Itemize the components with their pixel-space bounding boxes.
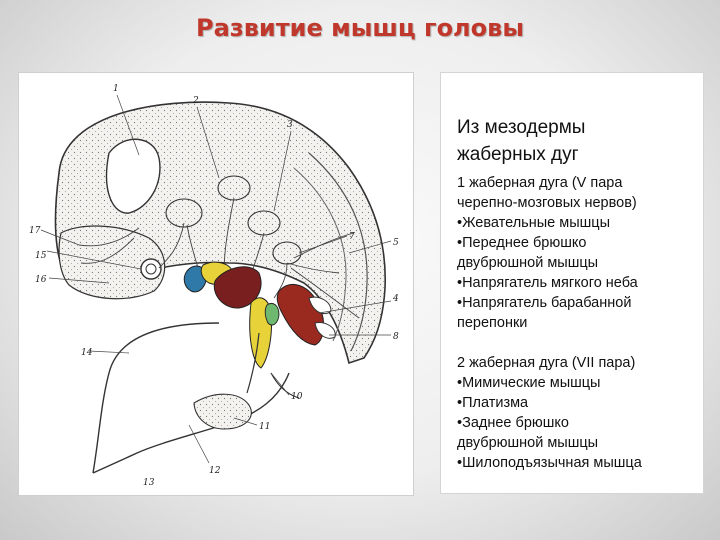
arch2-line: •Платизма <box>457 395 529 411</box>
embryo-head-illustration: 1 2 3 4 5 7 8 10 11 12 13 14 15 16 17 <box>18 72 414 496</box>
pharyngeal-pouches <box>308 296 336 339</box>
label-12: 12 <box>209 466 221 476</box>
heading-line-1: Из мезодермы <box>457 117 586 138</box>
slide-title: Развитие мышц головы <box>195 14 525 42</box>
vessel-2 <box>270 372 300 399</box>
heading-line-2: жаберных дуг <box>457 144 579 165</box>
arch2-line: •Заднее брюшко <box>457 415 569 431</box>
ganglion-2 <box>217 175 251 201</box>
label-14: 14 <box>81 348 93 358</box>
muscle-maroon <box>213 266 262 309</box>
label-4: 4 <box>392 294 399 304</box>
description-text-box: Из мезодермы жаберных дуг 1 жаберная дуг… <box>440 72 704 494</box>
label-1: 1 <box>113 84 119 94</box>
label-13: 13 <box>143 478 155 488</box>
ganglion-4 <box>272 241 302 265</box>
face-region <box>58 225 166 300</box>
nerve-fibres <box>78 197 360 319</box>
eye-inner <box>145 263 157 275</box>
muscle-blue <box>183 265 207 293</box>
arch1-line: •Напрягатель барабанной <box>457 295 632 311</box>
figure-labels: 1 2 3 4 5 7 8 10 11 12 13 14 15 16 17 <box>29 84 399 488</box>
arch2-list: 2 жаберная дуга (VII пара) •Мимические м… <box>457 353 689 473</box>
label-3: 3 <box>287 120 293 130</box>
embryo-drawing: 1 2 3 4 5 7 8 10 11 12 13 14 15 16 17 <box>29 84 399 488</box>
arch1-line: •Напрягатель мягкого неба <box>457 275 638 291</box>
heart-tube <box>193 393 252 430</box>
label-8: 8 <box>393 332 399 342</box>
vessel <box>246 332 260 394</box>
arch1-line: •Переднее брюшко <box>457 235 587 251</box>
label-17: 17 <box>29 226 41 236</box>
ganglion-3 <box>247 210 281 236</box>
label-7: 7 <box>349 232 355 242</box>
arch1-list: 1 жаберная дуга (V пара черепно-мозговых… <box>457 173 689 333</box>
label-15: 15 <box>35 251 47 261</box>
arch1-line: •Жевательные мышцы <box>457 215 610 231</box>
arch2-line: 2 жаберная дуга (VII пара) <box>457 355 636 371</box>
label-2: 2 <box>192 96 199 106</box>
label-5: 5 <box>393 238 399 248</box>
label-11: 11 <box>259 422 270 432</box>
label-16: 16 <box>35 275 47 285</box>
neural-band <box>308 152 368 352</box>
arch1-line: перепонки <box>457 315 528 331</box>
arch2-line: двубрюшной мышцы <box>457 435 599 451</box>
arch1-line: двубрюшной мышцы <box>457 255 599 271</box>
muscle-green <box>264 303 280 326</box>
forebrain-cavity <box>105 138 161 214</box>
arch2-line: •Шилоподъязычная мышца <box>457 455 642 471</box>
arch2-line: •Мимические мышцы <box>457 375 601 391</box>
arch1-line: 1 жаберная дуга (V пара <box>457 175 623 191</box>
spacer <box>457 333 689 353</box>
ganglion-1 <box>165 198 203 228</box>
arch1-line: черепно-мозговых нервов) <box>457 195 637 211</box>
label-10: 10 <box>291 392 303 402</box>
leader-lines <box>40 94 392 464</box>
neural-band-inner <box>293 167 347 342</box>
